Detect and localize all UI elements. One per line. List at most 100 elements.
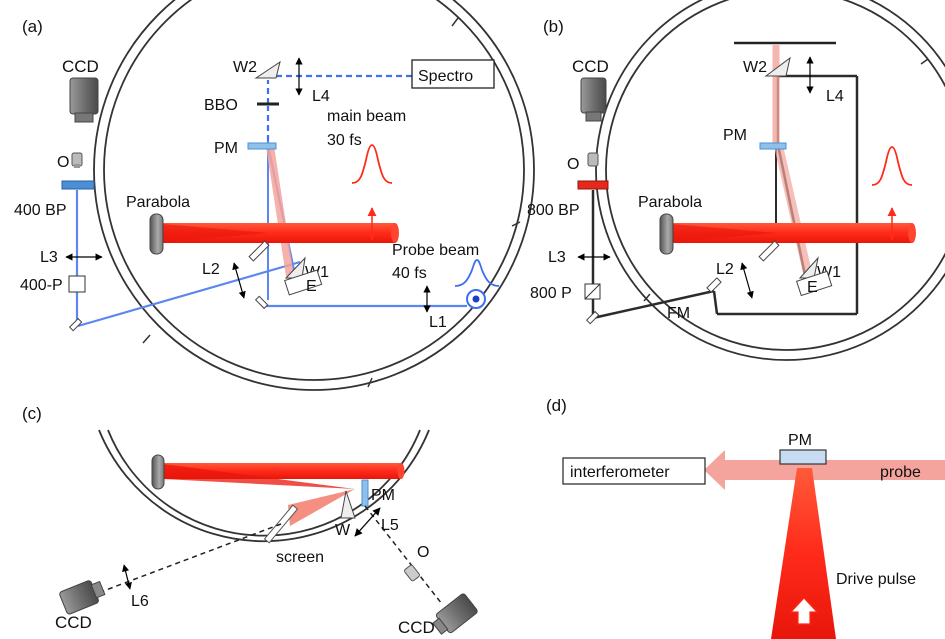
ccd-camera: [69, 77, 99, 123]
bandpass-label-b: 800 BP: [527, 202, 579, 219]
pm-label: PM: [214, 140, 238, 157]
panel-d: (d) PM interferometer probe Drive pulse: [546, 396, 945, 639]
polarizer-800: [584, 283, 601, 300]
ccd-camera-b: [580, 77, 607, 122]
l2-label-b: L2: [716, 261, 734, 278]
polarizer-400: [68, 275, 86, 293]
chamber-port-tick: [367, 377, 373, 388]
ccd-label: CCD: [62, 57, 99, 76]
objective-o-c: [404, 564, 420, 582]
panel-c: (c) PM W screen L5 O: [22, 404, 478, 637]
probe-label-d: probe: [880, 464, 921, 481]
wedge-w2: [254, 60, 281, 79]
mirror-bottom-left: [68, 317, 83, 332]
panel-b: (b) CCD O 800 BP: [527, 0, 945, 361]
parabola-mirror-b: [659, 213, 674, 255]
dark-beam-fm-bottom: [712, 290, 719, 315]
plasma-mirror-pm-b: [759, 142, 787, 150]
interferometer-label: interferometer: [570, 464, 670, 481]
w-label-c: W: [335, 522, 351, 539]
plasma-mirror-pm-d: [779, 449, 827, 465]
energy-meter-e-b: [795, 270, 833, 297]
drive-beam-end: [391, 223, 399, 243]
l6-label: L6: [131, 593, 149, 610]
chamber-port-tick: [643, 293, 651, 302]
reflected-cone-c: [288, 489, 355, 526]
w2-label-b: W2: [743, 59, 767, 76]
objective-label-b: O: [567, 156, 579, 173]
energy-meter-e: [284, 269, 323, 296]
ccd-camera-c-left: [59, 580, 106, 615]
w2-label: W2: [233, 59, 257, 76]
probe-beam-label: Probe beam: [392, 242, 479, 259]
spectro-label: Spectro: [418, 68, 473, 85]
bbo-label: BBO: [204, 97, 238, 114]
ccd-camera-c-right: [432, 593, 478, 635]
fm-label: FM: [667, 305, 690, 322]
chamber-port-tick: [511, 221, 521, 227]
l2-label: L2: [202, 261, 220, 278]
mirror-bottom-left-b: [585, 310, 600, 325]
drive-beam: [163, 223, 395, 243]
interferometer-box: [562, 457, 706, 485]
polarizer-label-b: 800 P: [530, 285, 572, 302]
l6-translation-arrow: [122, 564, 132, 590]
drive-pulse-profile-b: [871, 146, 913, 186]
probe-polarization-dot: [472, 295, 480, 303]
ccd-label-c-right: CCD: [398, 618, 435, 637]
wedge-w-c: [340, 490, 356, 519]
parabola-mirror: [149, 213, 164, 255]
l2-translation-arrow-b: [740, 262, 754, 299]
chamber-port-tick: [142, 334, 151, 344]
vacuum-chamber-arc-c2: [107, 429, 421, 537]
e-label: E: [306, 278, 317, 295]
parabola-label-b: Parabola: [638, 194, 702, 211]
pm-label-d: PM: [788, 432, 812, 449]
polarizer-label: 400-P: [20, 277, 63, 294]
panel-a: (a) CCD O 400 BP: [14, 0, 535, 391]
objective-o: [71, 152, 83, 168]
panel-a-tag: (a): [22, 17, 43, 36]
spectrometer-box: [411, 59, 495, 89]
ccd-label-b: CCD: [572, 57, 609, 76]
drive-beam-end-b: [908, 223, 916, 243]
vacuum-chamber-inner-b: [605, 0, 945, 351]
bandpass-label: 400 BP: [14, 202, 66, 219]
l2-translation-arrow: [232, 262, 246, 299]
probe-beam-pm-to-w1: [266, 145, 294, 277]
panel-b-tag: (b): [543, 17, 564, 36]
e-label-b: E: [807, 279, 818, 296]
pink-beam-w1: [774, 146, 813, 277]
dashed-path-right: [364, 505, 443, 605]
drive-beam-focus: [163, 224, 268, 242]
panel-c-tag: (c): [22, 404, 42, 423]
drive-pulse-arrow: [789, 597, 819, 625]
pm-label-c: PM: [371, 487, 395, 504]
drive-beam-focus-b: [672, 224, 777, 242]
objective-label-c: O: [417, 544, 429, 561]
objective-label: O: [57, 154, 69, 171]
parabola-label: Parabola: [126, 194, 190, 211]
l4-label-b: L4: [826, 88, 844, 105]
bandpass-filter-400: [61, 180, 95, 190]
turning-mirror-b: [758, 240, 780, 262]
panel-d-tag: (d): [546, 396, 567, 415]
ccd-label-c-left: CCD: [55, 613, 92, 632]
l5-label: L5: [381, 517, 399, 534]
vacuum-chamber-outer-b: [595, 0, 945, 361]
probe-input-mirror: [254, 295, 269, 310]
probe-beam-to-mirror: [77, 260, 301, 328]
chamber-port-tick: [920, 58, 929, 65]
l4-label: L4: [312, 88, 330, 105]
dashed-path-left: [97, 523, 282, 594]
main-beam-label: main beam: [327, 108, 406, 125]
wedge-w2-b: [764, 56, 791, 77]
vacuum-chamber-arc-c: [98, 429, 430, 543]
pm-label-b: PM: [723, 127, 747, 144]
probe-beam-duration: 40 fs: [392, 265, 427, 282]
probe-arrow-beam: [704, 450, 945, 490]
drive-pulse-cone: [771, 468, 836, 639]
dark-beam-to-fm: [592, 289, 715, 320]
plasma-mirror-pm: [247, 142, 277, 150]
